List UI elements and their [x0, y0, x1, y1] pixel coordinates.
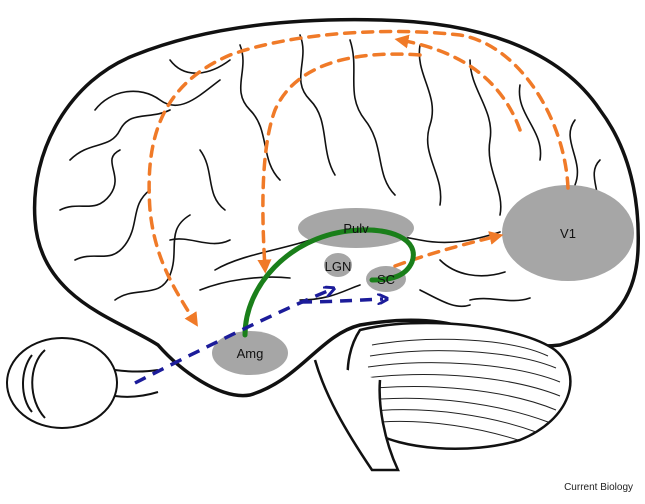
arrow-to-temporal	[257, 52, 422, 274]
arrow-v1-to-frontal	[147, 29, 570, 327]
arrow-eye-to-sc	[299, 299, 383, 302]
cortical-pathway	[147, 29, 570, 327]
arrow-frontal-loop	[394, 34, 522, 132]
cortical-folds	[59, 34, 601, 308]
brainstem	[313, 359, 400, 472]
amygdala	[212, 331, 288, 375]
label-v1: V1	[560, 226, 576, 241]
label-lgn: LGN	[325, 259, 352, 274]
label-pulv: Pulv	[343, 221, 369, 236]
arrow-sc-to-v1	[393, 231, 504, 268]
journal-credit: Current Biology	[564, 482, 633, 493]
v1-region	[502, 185, 634, 281]
arrow-eye-to-lgn	[134, 290, 330, 385]
label-sc: SC	[377, 272, 395, 287]
retinal-input-pathway	[134, 290, 383, 385]
cerebellum-folia	[365, 338, 561, 441]
subcortical-pathway	[242, 227, 416, 338]
eye	[6, 337, 159, 429]
label-amg: Amg	[237, 346, 264, 361]
lgn-nucleus	[324, 253, 352, 277]
